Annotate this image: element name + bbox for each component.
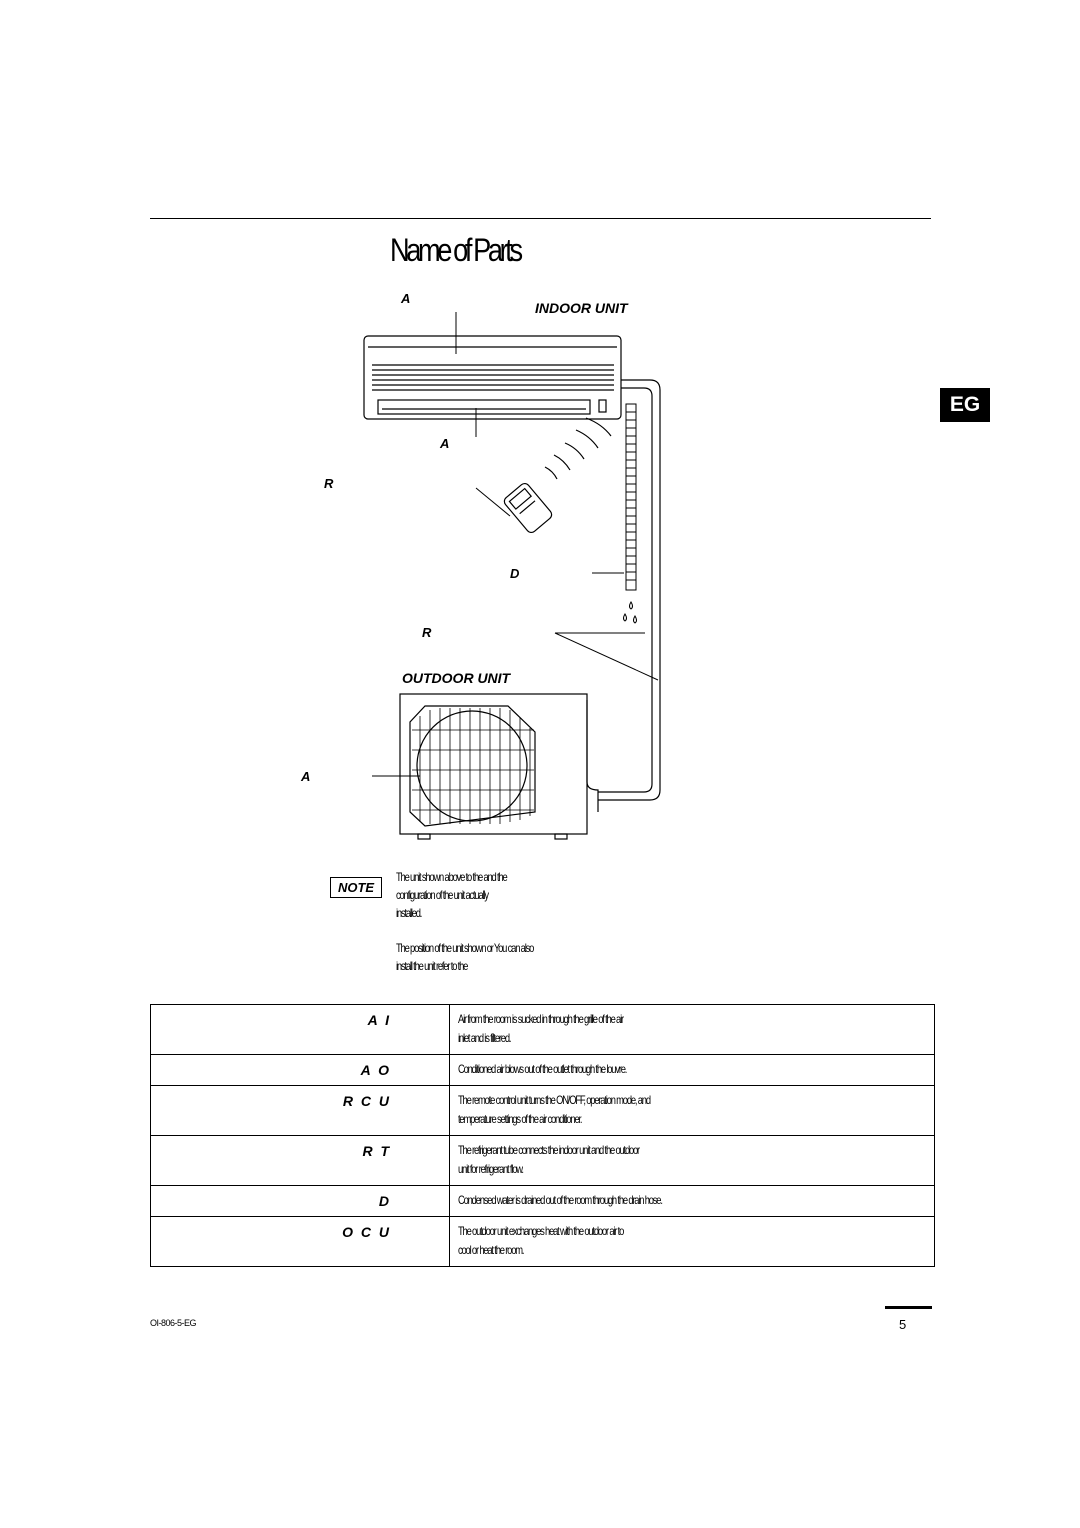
drain-hose	[623, 403, 637, 624]
outdoor-unit-heading: OUTDOOR UNIT	[402, 670, 511, 686]
part-description: The outdoor unit exchanges heat with the…	[449, 1216, 935, 1267]
table-row: R C U The remote control unit turns the …	[150, 1085, 935, 1136]
description-line: inlet and is filtered.	[458, 1031, 511, 1045]
note-line: configuration of the unit actually	[396, 888, 489, 902]
parts-diagram	[363, 312, 661, 840]
refrigerant-tube-callout: R	[422, 625, 432, 640]
note-badge: NOTE	[330, 877, 382, 898]
part-description: Condensed water is drained out of the ro…	[449, 1185, 935, 1217]
part-name: R T	[150, 1135, 450, 1186]
note-line: installed.	[396, 906, 422, 920]
description-line: Air from the room is sucked in through t…	[458, 1012, 624, 1026]
air-intake-callout: A	[401, 291, 411, 306]
refrigerant-piping	[598, 379, 661, 801]
table-row: A I Air from the room is sucked in throu…	[150, 1004, 935, 1055]
header-rule	[150, 218, 931, 219]
note-line: The unit shown above to the and the	[396, 870, 508, 884]
page-number: 5	[899, 1317, 907, 1332]
outdoor-unit-illustration	[399, 693, 599, 840]
outdoor-air-callout: A	[301, 769, 311, 784]
remote-signal-waves	[544, 417, 612, 480]
remote-control-illustration	[503, 482, 553, 534]
description-line: Conditioned air blows out of the outlet …	[458, 1062, 627, 1076]
part-description: Air from the room is sucked in through t…	[449, 1004, 935, 1055]
description-line: temperature settings of the air conditio…	[458, 1112, 583, 1126]
part-description: Conditioned air blows out of the outlet …	[449, 1054, 935, 1086]
indoor-unit-heading: INDOOR UNIT	[535, 300, 628, 316]
part-name: R C U	[150, 1085, 450, 1136]
parts-table: A I Air from the room is sucked in throu…	[150, 1004, 935, 1267]
drain-hose-callout: D	[510, 566, 520, 581]
description-line: The refrigerant tube connects the indoor…	[458, 1143, 640, 1157]
part-name: A O	[150, 1054, 450, 1086]
part-description: The refrigerant tube connects the indoor…	[449, 1135, 935, 1186]
leader-lines	[372, 312, 659, 777]
note-line: The position of the unit shown or You ca…	[396, 941, 534, 955]
part-description: The remote control unit turns the ON/OFF…	[449, 1085, 935, 1136]
part-name: A I	[150, 1004, 450, 1055]
table-row: D Condensed water is drained out of the …	[150, 1185, 935, 1217]
note-line: install the unit refer to the	[396, 959, 468, 973]
description-line: The outdoor unit exchanges heat with the…	[458, 1224, 624, 1238]
part-name: D	[150, 1185, 450, 1217]
indoor-unit-illustration	[363, 335, 622, 420]
description-line: Condensed water is drained out of the ro…	[458, 1193, 663, 1207]
document-code: OI-806-5-EG	[150, 1318, 197, 1328]
table-row: R T The refrigerant tube connects the in…	[150, 1135, 935, 1186]
part-name: O C U	[150, 1216, 450, 1267]
description-line: unit for refrigerant flow.	[458, 1162, 524, 1176]
description-line: The remote control unit turns the ON/OFF…	[458, 1093, 651, 1107]
description-line: cool or heat the room.	[458, 1243, 524, 1257]
table-row: A O Conditioned air blows out of the out…	[150, 1054, 935, 1086]
air-outlet-callout: A	[440, 436, 450, 451]
language-tab: EG	[940, 388, 990, 422]
remote-control-callout: R	[324, 476, 334, 491]
page-title: Name of Parts	[390, 232, 523, 268]
page-number-bar	[885, 1306, 932, 1309]
table-row: O C U The outdoor unit exchanges heat wi…	[150, 1216, 935, 1267]
